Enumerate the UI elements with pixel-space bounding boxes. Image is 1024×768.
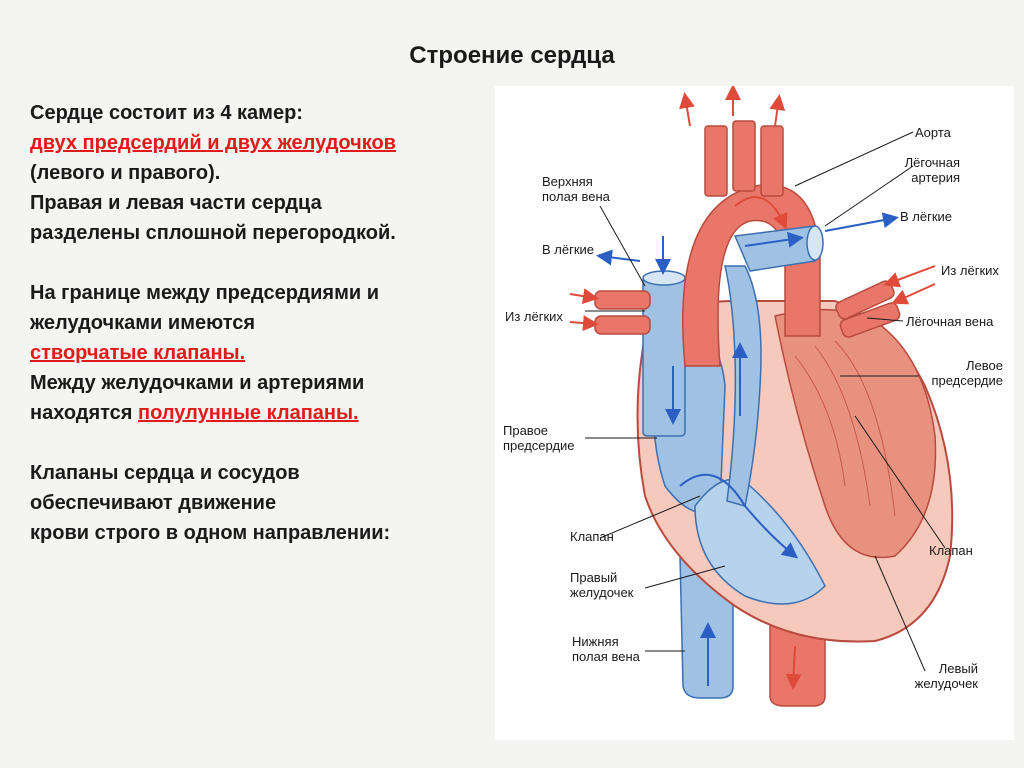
label-to-lungs-left: В лёгкие: [542, 242, 594, 257]
text-line: обеспечивают движение: [30, 488, 500, 518]
label-from-lungs-left: Из лёгких: [505, 309, 563, 324]
label-line: Верхняя: [542, 174, 610, 189]
text-line: находятся полулунные клапаны.: [30, 398, 500, 428]
label-line: предсердие: [503, 438, 575, 453]
label-line: артерия: [895, 170, 960, 185]
text-line: (левого и правого).: [30, 158, 500, 188]
text-line: Между желудочками и артериями: [30, 368, 500, 398]
label-valve-left: Клапан: [570, 529, 614, 544]
label-line: Правый: [570, 570, 633, 585]
label-aorta: Аорта: [915, 125, 951, 140]
slide-title: Строение сердца: [0, 42, 1024, 70]
label-line: Левый: [900, 661, 978, 676]
pulmonary-vein-left: [595, 291, 650, 309]
text-line: желудочками имеются: [30, 308, 500, 338]
label-to-lungs-right: В лёгкие: [900, 209, 952, 224]
text-prefix: находятся: [30, 402, 138, 424]
text-line: На границе между предсердиями и: [30, 278, 500, 308]
text-line: Сердце состоит из 4 камер:: [30, 98, 500, 128]
label-line: Левое: [915, 358, 1003, 373]
text-line: Правая и левая части сердца: [30, 188, 500, 218]
label-pulmonary-vein: Лёгочная вена: [906, 314, 993, 329]
label-line: полая вена: [542, 189, 610, 204]
label-line: Правое: [503, 423, 575, 438]
label-line: предсердие: [915, 373, 1003, 388]
text-line: разделены сплошной перегородкой.: [30, 218, 500, 248]
label-line: желудочек: [570, 585, 633, 600]
label-line: полая вена: [572, 649, 640, 664]
label-valve-right: Клапан: [929, 543, 973, 558]
label-line: Нижняя: [572, 634, 640, 649]
label-line: желудочек: [900, 676, 978, 691]
text-line: Клапаны сердца и сосудов: [30, 458, 500, 488]
text-line-highlight: двух предсердий и двух желудочков: [30, 128, 500, 158]
description-text: Сердце состоит из 4 камер: двух предсерд…: [30, 98, 500, 548]
label-from-lungs-right: Из лёгких: [941, 263, 999, 278]
text-highlight: полулунные клапаны.: [138, 402, 359, 424]
text-line: крови строго в одном направлении:: [30, 518, 500, 548]
text-line-highlight: створчатые клапаны.: [30, 338, 500, 368]
label-line: Лёгочная: [895, 155, 960, 170]
